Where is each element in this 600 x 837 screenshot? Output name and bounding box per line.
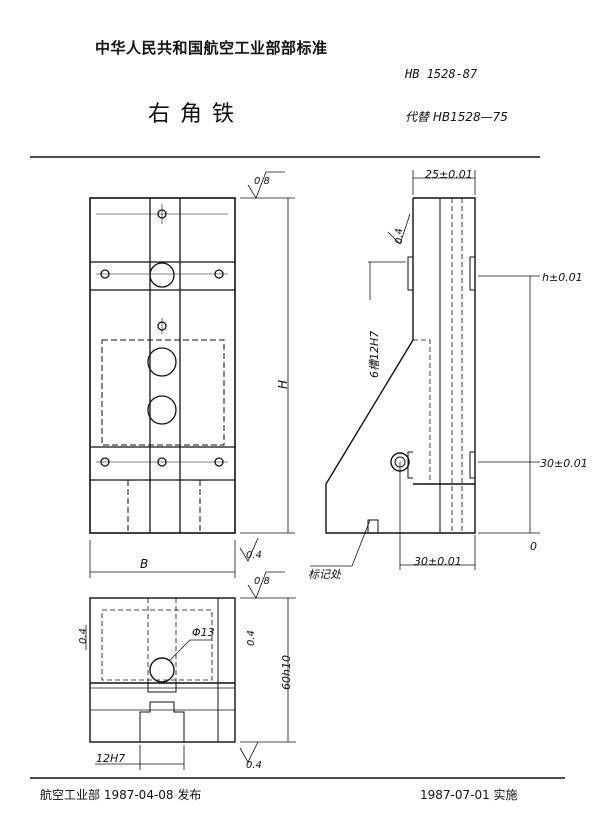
roughness-top-symbol	[247, 171, 285, 199]
dim-30-horizontal: 30±0.01	[414, 555, 462, 568]
dim-H-label: H	[276, 380, 290, 389]
roughness-bottom-symbol	[239, 537, 259, 562]
dim-B-label: B	[140, 557, 148, 571]
roughness-plan-symbol	[247, 571, 285, 599]
roughness-side-symbol	[387, 213, 411, 245]
dim-top-width: 25±0.01	[425, 168, 473, 181]
dim-h: h±0.01	[542, 271, 583, 284]
roughness-plan-value: 0.8	[254, 576, 270, 587]
dim-12H7: 12H7	[96, 752, 125, 765]
roughness-plan-bottom: 0.4	[246, 760, 262, 771]
front-view	[89, 197, 236, 534]
hole-diameter: Φ13	[192, 626, 215, 639]
roughness-bottom-value: 0.4	[246, 550, 262, 561]
replaces-standard: 代替 HB1528—75	[405, 110, 508, 124]
roughness-plan-right: 0.4	[246, 630, 257, 646]
slot-note: 6槽12H7	[368, 331, 381, 378]
dim-H-lines	[89, 197, 295, 578]
roughness-plan-left: 0.4	[78, 628, 89, 644]
publication-info: 航空工业部 1987-04-08 发布	[40, 788, 202, 802]
side-hidden	[413, 198, 463, 533]
roughness-plan-bottom-symbol	[239, 741, 259, 763]
plan-view	[89, 597, 236, 743]
standard-number: HB 1528-87	[405, 67, 478, 81]
dim-30-vertical: 30±0.01	[540, 457, 588, 470]
dim-60: 60h10	[280, 655, 293, 690]
side-view	[325, 197, 476, 534]
roughness-top-value: 0.8	[254, 176, 270, 187]
front-centerlines	[96, 204, 228, 463]
dim-zero: 0	[530, 540, 537, 553]
issuing-organization: 中华人民共和国航空工业部部标准	[95, 39, 328, 57]
plan-dims	[95, 597, 296, 770]
document-title: 右角铁	[148, 102, 245, 127]
plan-hidden	[101, 598, 213, 683]
marker-label: 标记处	[308, 568, 342, 581]
side-dims	[310, 170, 540, 570]
roughness-side-value: 0.4	[394, 228, 405, 244]
effective-date: 1987-07-01 实施	[420, 788, 518, 802]
